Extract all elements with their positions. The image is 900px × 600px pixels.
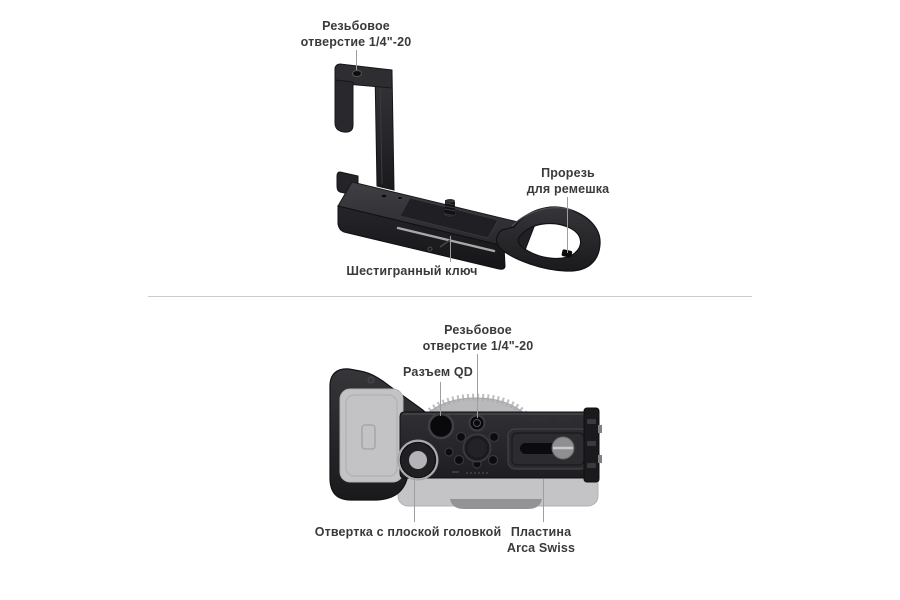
plate-hole <box>444 447 454 457</box>
bracket-arm-edge-highlight <box>379 77 383 185</box>
leader-thread-hole-bottom <box>477 354 478 418</box>
leader-screwdriver <box>414 478 415 522</box>
plate-hole <box>380 193 388 199</box>
camera-screw-stud <box>442 199 458 218</box>
battery-door-outline <box>345 394 398 477</box>
annotation-line: отверстие 1/4"-20 <box>300 35 412 49</box>
section-divider <box>148 296 752 297</box>
bracket-grip-loop <box>496 206 601 272</box>
annotation-thread-hole-bottom: Резьбовое отверстие 1/4"-20 <box>423 322 534 354</box>
thread-hole-inner <box>473 419 481 427</box>
battery-door-latch <box>361 424 376 450</box>
annotation-line: Прорезь <box>541 166 595 180</box>
annotation-strap-slot: Прорезь для ремешка <box>527 165 610 197</box>
annotation-line: Резьбовое <box>444 323 512 337</box>
annotation-line: Отвертка с плоской головкой <box>314 525 502 539</box>
plate-hole <box>488 431 500 443</box>
hex-key-tool <box>396 226 496 253</box>
plate-engraving <box>439 239 451 248</box>
l-bracket-image <box>334 63 601 272</box>
plate-end-bar <box>583 407 602 483</box>
camera-bottom-boss <box>450 499 542 509</box>
annotation-screwdriver: Отвертка с плоской головкой <box>315 524 502 540</box>
bracket-rubber-pad <box>399 197 499 239</box>
leader-strap-slot <box>567 197 568 253</box>
thread-hole-top <box>352 70 362 77</box>
annotation-line: отверстие 1/4"-20 <box>422 339 534 353</box>
leader-qd-socket <box>440 382 441 416</box>
plate-hole <box>455 431 467 443</box>
loop-highlight <box>511 207 573 227</box>
plate-engraving <box>530 417 548 421</box>
camera-bottom-image <box>329 368 602 509</box>
leader-arca-plate <box>543 479 544 522</box>
plate-engraving <box>558 417 570 421</box>
battery-door <box>339 388 404 483</box>
annotation-arca-plate: Пластина Arca Swiss <box>507 524 575 556</box>
bracket-plate-front <box>337 205 506 270</box>
plate-hole <box>397 196 403 200</box>
annotation-hex-key: Шестигранный ключ <box>346 263 477 279</box>
leader-thread-hole-top <box>356 50 357 70</box>
plate-hole <box>487 454 499 466</box>
flathead-screwdriver-ring <box>397 439 439 481</box>
bracket-left-leg <box>334 79 354 133</box>
annotation-qd-socket: Разъем QD <box>403 364 473 380</box>
frame-screw <box>367 376 375 384</box>
plate-engraving <box>427 246 433 252</box>
annotation-line: Разъем QD <box>403 365 473 379</box>
annotation-line: Резьбовое <box>322 19 390 33</box>
annotation-line: Шестигранный ключ <box>346 264 478 278</box>
strap-slot <box>561 249 573 258</box>
leader-hex-key <box>450 236 451 262</box>
annotation-line: Пластина <box>510 525 572 539</box>
annotation-thread-hole-top: Резьбовое отверстие 1/4"-20 <box>301 18 412 50</box>
qd-socket-hole <box>427 412 455 440</box>
center-mount-screw <box>462 433 492 463</box>
arca-swiss-plate <box>507 428 589 470</box>
annotation-line: Arca Swiss <box>506 541 576 555</box>
plate-hole <box>453 454 465 466</box>
annotation-line: для ремешка <box>526 182 610 196</box>
